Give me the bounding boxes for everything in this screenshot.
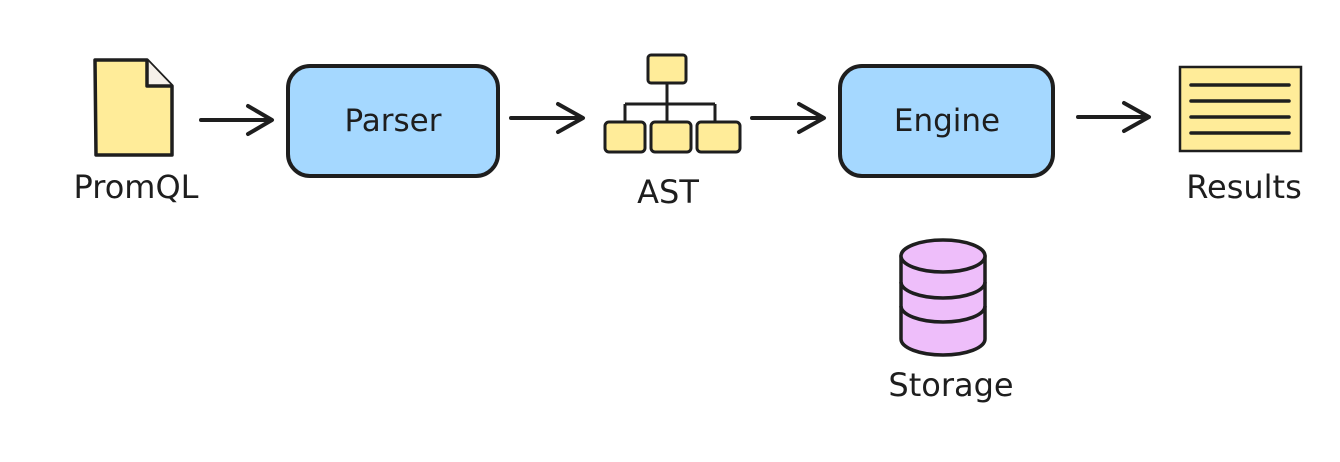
ast-label: AST: [637, 173, 699, 211]
arrow-engine-results: [1076, 101, 1151, 133]
engine-label: Engine: [894, 103, 1000, 139]
results-sheet-icon: [1178, 65, 1303, 153]
storage-label: Storage: [888, 366, 1013, 404]
promql-label: PromQL: [74, 168, 199, 206]
tree-icon: [603, 53, 742, 154]
parser-box: Parser: [286, 64, 500, 178]
database-icon: [899, 238, 987, 357]
arrow-ast-engine: [750, 102, 826, 134]
results-label: Results: [1186, 168, 1302, 206]
arrow-parser-ast: [509, 102, 585, 134]
parser-label: Parser: [344, 103, 441, 139]
document-icon: [93, 58, 174, 157]
engine-box: Engine: [838, 64, 1055, 178]
arrow-promql-parser: [199, 104, 274, 136]
